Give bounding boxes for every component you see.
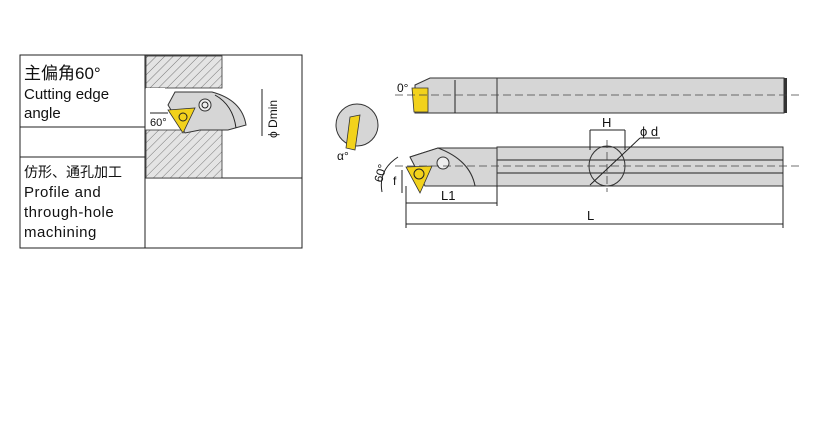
spec-table: 主偏角60° Cutting edge angle 仿形、通孔加工 Profil…: [19, 54, 303, 249]
machining-en-2: through-hole: [24, 204, 114, 221]
machining-en-3: machining: [24, 224, 97, 241]
machining-en-1: Profile and: [24, 184, 101, 201]
machining-cn: 仿形、通孔加工: [24, 164, 122, 180]
tool-main-view: ϕ d H f 60° L1 L: [371, 115, 800, 228]
insert-top-icon: [411, 87, 429, 113]
bore-section-view: 60° ϕ Dmin: [145, 55, 280, 179]
tool-top-view: 0°: [395, 77, 800, 114]
cutting-angle-en-1: Cutting edge: [24, 86, 109, 103]
section-angle-label: 60°: [150, 117, 167, 129]
d-label: ϕ d: [640, 124, 658, 139]
cutting-angle-cn: 主偏角60°: [24, 64, 101, 83]
L1-label: L1: [441, 188, 455, 203]
top-angle-label: 0°: [397, 81, 409, 95]
side-angle-label: 60°: [371, 162, 389, 183]
dmin-label: ϕ Dmin: [266, 100, 280, 138]
H-label: H: [602, 115, 611, 130]
f-label: f: [393, 174, 397, 188]
alpha-label: α°: [337, 149, 349, 163]
cutting-angle-en-2: angle: [24, 105, 61, 122]
tool-end-view: α°: [335, 103, 379, 163]
L-label: L: [587, 208, 594, 223]
